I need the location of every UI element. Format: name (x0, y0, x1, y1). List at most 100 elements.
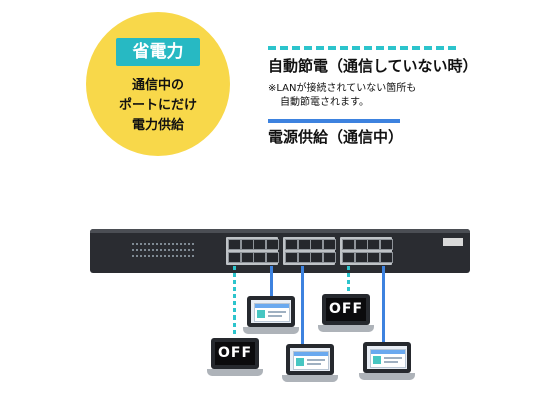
dash-legend-title: 自動節電（通信していない時） (268, 57, 478, 75)
status-led (160, 243, 162, 245)
laptop-on-1-display (251, 300, 291, 323)
status-led (132, 255, 134, 257)
laptop-on-3-ui-bar (371, 350, 405, 354)
status-led (140, 243, 142, 245)
laptop-on-1-ui (254, 303, 290, 322)
laptop-on-3-ui-text-2 (384, 361, 398, 363)
switch-port (367, 252, 380, 263)
status-led (148, 255, 150, 257)
status-led (144, 243, 146, 245)
status-led (144, 255, 146, 257)
status-led (136, 243, 138, 245)
cable-dash-4 (347, 266, 350, 296)
solid-legend-line (268, 119, 400, 123)
status-led (140, 255, 142, 257)
status-led (148, 243, 150, 245)
switch-port (253, 239, 266, 250)
switch-port (240, 239, 254, 250)
solid-legend-title: 電源供給（通信中） (268, 128, 404, 146)
status-led (192, 255, 194, 257)
laptop-off-1-base (207, 369, 263, 376)
status-led (164, 255, 166, 257)
dash-legend-note: ※LANが接続されていない箇所も 自動節電されます。 (268, 82, 416, 110)
status-led (180, 249, 182, 251)
switch-port (285, 252, 298, 263)
switch-port (342, 252, 355, 263)
switch-port (379, 239, 393, 250)
switch-port (228, 252, 241, 263)
laptop-on-3-ui-block (373, 356, 381, 364)
switch-top-edge (90, 229, 470, 233)
status-led (172, 243, 174, 245)
dash-note-line-1: ※LANが接続されていない箇所も (268, 83, 417, 94)
laptop-on-2-display (290, 348, 330, 371)
switch-port (367, 239, 380, 250)
laptop-on-1-ui-bar (255, 304, 289, 308)
status-led (164, 249, 166, 251)
switch-port (265, 252, 279, 263)
status-led (176, 255, 178, 257)
laptop-on-3-display (367, 346, 407, 369)
network-switch (90, 229, 470, 273)
laptop-on-3-ui (370, 349, 406, 368)
status-led (184, 249, 186, 251)
switch-port (354, 239, 368, 250)
status-led (176, 249, 178, 251)
switch-port (379, 252, 393, 263)
status-led (156, 243, 158, 245)
switch-port (228, 239, 241, 250)
status-led (140, 249, 142, 251)
switch-port (297, 252, 311, 263)
dash-legend-line (268, 46, 456, 50)
laptop-off-1-screen: OFF (211, 338, 259, 369)
laptop-on-1-ui-text-1 (268, 311, 286, 313)
laptop-on-1-base (243, 327, 299, 334)
status-led (188, 249, 190, 251)
switch-port (322, 239, 336, 250)
switch-brand-label (443, 238, 463, 246)
status-led (152, 243, 154, 245)
laptop-on-2-base (282, 375, 338, 382)
status-led (144, 249, 146, 251)
status-led (136, 249, 138, 251)
laptop-on-2-ui-block (296, 358, 304, 366)
laptop-off-2-base (318, 325, 374, 332)
laptop-on-3-base (359, 373, 415, 380)
status-led (164, 243, 166, 245)
laptop-on-3 (359, 342, 415, 384)
dash-note-line-2: 自動節電されます。 (280, 97, 369, 108)
status-led (156, 249, 158, 251)
status-led (168, 255, 170, 257)
status-led (168, 243, 170, 245)
status-led (172, 249, 174, 251)
power-saving-badge: 省電力 (116, 38, 200, 66)
status-led (148, 249, 150, 251)
laptop-on-1-ui-block (257, 310, 265, 318)
laptop-off-1-display: OFF (215, 342, 255, 365)
switch-port (265, 239, 279, 250)
laptop-on-2-ui-text-1 (307, 359, 325, 361)
status-led (184, 255, 186, 257)
power-saving-circle: 省電力 通信中の ポートにだけ 電力供給 (86, 12, 230, 156)
cable-solid-3 (301, 266, 304, 344)
status-led (184, 243, 186, 245)
status-led (132, 243, 134, 245)
switch-port (342, 239, 355, 250)
cable-solid-2 (270, 266, 273, 296)
status-led (188, 243, 190, 245)
laptop-on-1-ui-text-2 (268, 315, 282, 317)
status-led (136, 255, 138, 257)
laptop-on-2-screen (286, 344, 334, 375)
circle-line-1: 通信中の (131, 78, 184, 93)
circle-line-2: ポートにだけ (118, 98, 197, 113)
status-led (176, 243, 178, 245)
circle-caption: 通信中の ポートにだけ 電力供給 (86, 76, 230, 136)
status-led (192, 243, 194, 245)
status-led (152, 255, 154, 257)
status-led (132, 249, 134, 251)
status-led (168, 249, 170, 251)
switch-port (310, 252, 323, 263)
cable-solid-5 (382, 266, 385, 342)
laptop-off-2: OFF (318, 294, 374, 336)
